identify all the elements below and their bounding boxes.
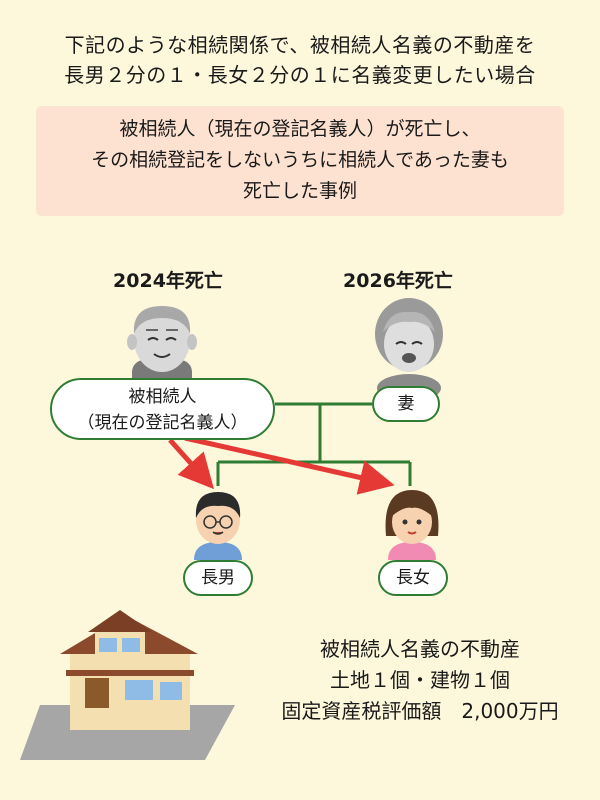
page-title: 下記のような相続関係で、被相続人名義の不動産を 長男２分の１・長女２分の１に名義…: [0, 30, 600, 90]
note-line-1: 被相続人（現在の登記名義人）が死亡し、: [119, 118, 481, 140]
daughter-icon: [385, 490, 439, 560]
property-line-1: 被相続人名義の不動産: [320, 637, 520, 661]
husband-death-label: 2024年死亡: [113, 270, 223, 292]
note-text: 被相続人（現在の登記名義人）が死亡し、 その相続登記をしないうちに相続人であった…: [36, 114, 564, 207]
arrow-to-son: [168, 438, 215, 490]
daughter-label: 長女: [378, 560, 448, 596]
title-line-2: 長男２分の１・長女２分の１に名義変更したい場合: [64, 63, 536, 87]
note-box: [36, 106, 564, 216]
deceased-label-line-2: （現在の登記名義人）: [77, 413, 248, 433]
title-line-1: 下記のような相続関係で、被相続人名義の不動産を: [64, 33, 536, 57]
arrow-to-daughter: [184, 435, 395, 495]
inheritance-arrows: [168, 435, 395, 495]
note-line-3: 死亡した事例: [242, 180, 357, 202]
property-line-3: 固定資産税評価額 2,000万円: [281, 699, 559, 723]
property-info: 被相続人名義の不動産 土地１個・建物１個 固定資産税評価額 2,000万円: [230, 634, 600, 727]
deceased-label-line-1: 被相続人: [128, 387, 197, 407]
deceased-label: 被相続人 （現在の登記名義人）: [50, 378, 275, 440]
property-line-2: 土地１個・建物１個: [330, 668, 510, 692]
wife-label: 妻: [372, 386, 440, 422]
house-icon: [20, 610, 235, 760]
son-icon: [194, 492, 242, 560]
son-label: 長男: [183, 560, 253, 596]
wife-death-label: 2026年死亡: [343, 270, 453, 292]
note-line-2: その相続登記をしないうちに相続人であった妻も: [91, 149, 509, 171]
